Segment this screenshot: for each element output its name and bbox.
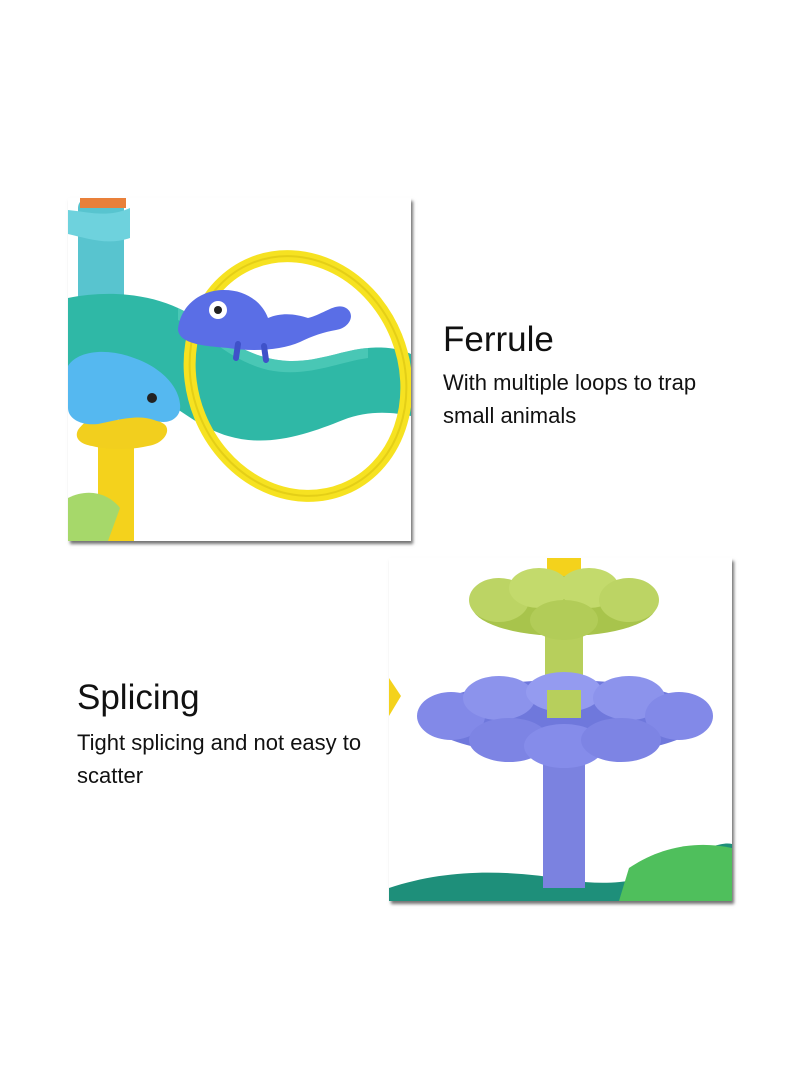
- chameleon-legs: [233, 341, 269, 363]
- light-blue-leaf: [68, 208, 130, 242]
- yellow-edge-piece: [389, 678, 401, 716]
- yellow-flower-cup: [76, 415, 168, 449]
- ring-shadow: [188, 255, 408, 497]
- splicing-photo-panel: [389, 558, 732, 901]
- chameleon-pupil: [214, 306, 222, 314]
- lime-flower: [469, 568, 659, 640]
- purple-stem: [543, 758, 585, 888]
- teal-branch: [68, 293, 411, 441]
- ferrule-toy-illustration: [68, 198, 411, 541]
- ferrule-photo-panel: [68, 198, 411, 541]
- green-leaf: [619, 844, 732, 901]
- ferrule-title: Ferrule: [443, 320, 554, 359]
- lime-stem-joint: [547, 690, 581, 718]
- animal-eye: [147, 393, 157, 403]
- splicing-title: Splicing: [77, 678, 200, 717]
- green-base-leaf: [68, 492, 120, 541]
- orange-cap: [80, 198, 126, 208]
- splicing-description: Tight splicing and not easy to scatter: [77, 730, 362, 788]
- purple-flower: [417, 672, 713, 768]
- ferrule-description: With multiple loops to trap small animal…: [443, 370, 697, 428]
- splicing-toy-illustration: [389, 558, 732, 901]
- blue-chameleon: [178, 290, 351, 350]
- light-blue-animal: [68, 351, 181, 425]
